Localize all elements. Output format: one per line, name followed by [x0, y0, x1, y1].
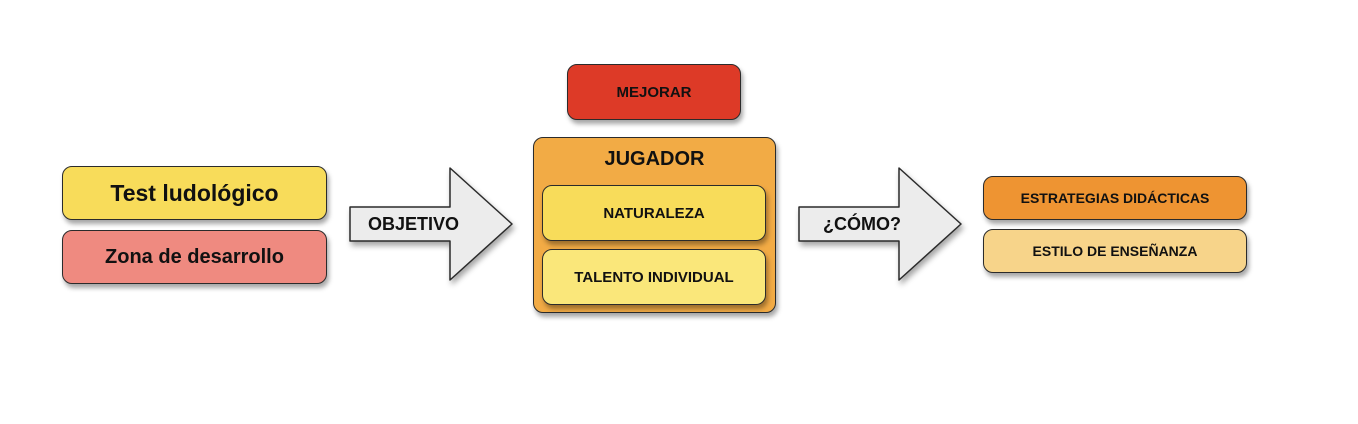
estrategias-didacticas-label: ESTRATEGIAS DIDÁCTICAS — [1020, 190, 1210, 206]
how-arrow: ¿CÓMO? — [797, 166, 963, 282]
talento-individual-box: TALENTO INDIVIDUAL — [542, 249, 766, 305]
arrow-right-icon — [349, 167, 513, 281]
objective-arrow: OBJETIVO — [348, 166, 514, 282]
how-label: ¿CÓMO? — [823, 214, 901, 234]
jugador-title: JUGADOR — [604, 148, 705, 170]
naturaleza-box: NATURALEZA — [542, 185, 766, 241]
naturaleza-label: NATURALEZA — [603, 204, 705, 222]
arrow-right-icon — [798, 167, 962, 281]
test-ludologico-box: Test ludológico — [62, 166, 327, 220]
objective-label: OBJETIVO — [368, 214, 460, 234]
test-ludologico-label: Test ludológico — [110, 179, 279, 206]
estrategias-didacticas-box: ESTRATEGIAS DIDÁCTICAS — [983, 176, 1247, 220]
talento-individual-label: TALENTO INDIVIDUAL — [574, 268, 734, 286]
mejorar-box: MEJORAR — [567, 64, 741, 120]
estilo-ensenanza-box: ESTILO DE ENSEÑANZA — [983, 229, 1247, 273]
zona-desarrollo-label: Zona de desarrollo — [105, 245, 284, 268]
mejorar-label: MEJORAR — [616, 83, 692, 101]
zona-desarrollo-box: Zona de desarrollo — [62, 230, 327, 284]
estilo-ensenanza-label: ESTILO DE ENSEÑANZA — [1032, 243, 1198, 259]
